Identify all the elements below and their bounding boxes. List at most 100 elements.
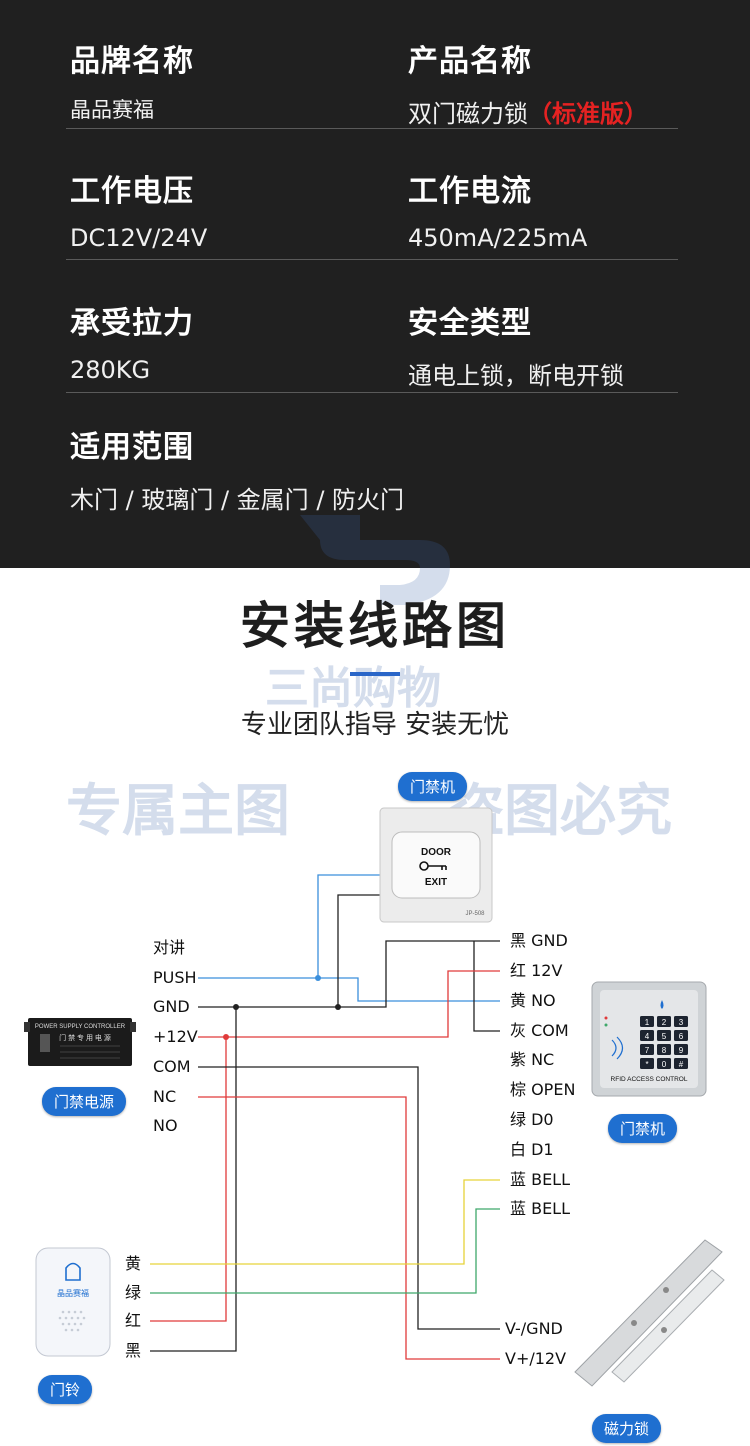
keypad-key	[657, 1044, 671, 1055]
keypad-key	[674, 1016, 688, 1027]
keypad-key-label: 7	[645, 1046, 650, 1055]
keypad-key	[657, 1016, 671, 1027]
spec-product: 产品名称 双门磁力锁（标准版）	[408, 36, 648, 129]
diagram-title: 安装线路图	[240, 597, 510, 655]
doorbell-wire-label: 黑	[125, 1341, 142, 1360]
wire-12v-doorbell	[150, 1037, 227, 1322]
wire-push-blue	[198, 874, 380, 979]
exit-button-pill: 门禁机	[398, 772, 468, 801]
wire-com-keypad	[473, 941, 500, 1032]
product-edition: （标准版）	[528, 100, 648, 128]
maglock-pill: 磁力锁	[592, 1414, 662, 1443]
keypad-wire-label: 紫 NC	[510, 1050, 555, 1069]
voltage-value: DC12V/24V	[70, 224, 208, 252]
exit-button-text-top: DOOR	[421, 847, 452, 858]
wire-bell-green	[150, 1208, 500, 1294]
keypad-key-label: 1	[645, 1018, 650, 1027]
power-supply-title: POWER SUPPLY CONTROLLER	[35, 1024, 126, 1030]
keypad-wire-label: 红 12V	[510, 961, 563, 980]
terminal-label: NC	[153, 1087, 177, 1106]
current-label: 工作电流	[408, 174, 532, 209]
current-value: 450mA/225mA	[408, 224, 588, 252]
doorbell-wire-label: 红	[125, 1311, 142, 1330]
spec-voltage: 工作电压 DC12V/24V	[70, 166, 207, 252]
lock-wire-label: V-/GND	[505, 1319, 563, 1338]
keypad-wire-label: 白 D1	[510, 1140, 554, 1159]
safety-label: 安全类型	[408, 306, 532, 341]
terminal-label: +12V	[153, 1027, 198, 1046]
spec-safety: 安全类型 通电上锁，断电开锁	[408, 298, 624, 391]
keypad-key	[640, 1030, 654, 1041]
keypad-key	[674, 1044, 688, 1055]
wire-exit-gnd	[198, 894, 380, 1008]
keypad-key-label: *	[645, 1060, 648, 1069]
keypad-key-label: 2	[662, 1018, 667, 1027]
keypad-wire-label: 黄 NO	[510, 991, 556, 1010]
terminal-label: COM	[153, 1057, 191, 1076]
keypad-wire-label: 蓝 BELL	[510, 1170, 571, 1189]
keypad-key	[674, 1030, 688, 1041]
doorbell-brand: 晶品赛福	[57, 1288, 89, 1298]
wire-gnd-doorbell	[150, 1007, 237, 1352]
keypad-key-label: #	[679, 1060, 684, 1069]
doorbell-wire-label: 黄	[125, 1254, 142, 1273]
spec-brand: 品牌名称 晶品赛福	[70, 36, 194, 124]
power-supply-cn: 门 禁 专 用 电 源	[59, 1033, 111, 1042]
doorbell-device: 晶品赛福	[35, 1247, 111, 1357]
keypad-pill: 门禁机	[608, 1114, 678, 1143]
terminal-label: GND	[153, 997, 190, 1016]
spec-current: 工作电流 450mA/225mA	[408, 166, 587, 252]
exit-button-device: DOOR EXIT JP-508	[379, 807, 493, 923]
exit-button-text-bottom: EXIT	[425, 877, 447, 888]
wire-com-lock	[198, 1066, 500, 1330]
title-underline	[350, 672, 400, 676]
keypad-wire-label: 蓝 BELL	[510, 1199, 571, 1218]
exit-button-model: JP-508	[465, 911, 485, 917]
keypad-key-label: 9	[679, 1046, 684, 1055]
spec-scope: 适用范围 木门 / 玻璃门 / 金属门 / 防火门	[70, 422, 404, 515]
keypad-wire-label: 黑 GND	[510, 931, 568, 950]
scope-value: 木门 / 玻璃门 / 金属门 / 防火门	[70, 486, 405, 514]
doorbell-pill: 门铃	[38, 1375, 93, 1404]
diagram-subtitle: 专业团队指导 安装无忧	[240, 710, 510, 740]
brand-label: 品牌名称	[70, 44, 194, 79]
voltage-label: 工作电压	[70, 174, 194, 209]
keypad-caption: RFID ACCESS CONTROL	[611, 1076, 688, 1083]
product-label: 产品名称	[408, 44, 532, 79]
wire-nc-lock	[198, 1096, 500, 1360]
wire-12v-keypad	[198, 970, 500, 1038]
keypad-key-label: 4	[645, 1032, 650, 1041]
tension-value: 280KG	[70, 356, 151, 384]
power-supply-pill: 门禁电源	[42, 1087, 127, 1116]
spec-tension: 承受拉力 280KG	[70, 298, 194, 384]
divider	[66, 259, 678, 260]
scope-label: 适用范围	[70, 430, 194, 465]
keypad-wire-label: 绿 D0	[510, 1110, 554, 1129]
wire-bell-yellow	[150, 1179, 500, 1265]
keypad-wire-label: 棕 OPEN	[510, 1080, 576, 1099]
keypad-key	[640, 1016, 654, 1027]
keypad-key	[657, 1030, 671, 1041]
keypad-key-label: 6	[679, 1032, 684, 1041]
brand-value: 晶品赛福	[70, 98, 154, 122]
product-value-row: 双门磁力锁（标准版）	[408, 94, 648, 129]
keypad-key	[674, 1058, 688, 1069]
keypad-key-label: 0	[662, 1060, 667, 1069]
wire-gnd-keypad	[338, 940, 500, 1008]
keypad-key	[657, 1058, 671, 1069]
terminal-label: PUSH	[153, 968, 197, 987]
divider	[66, 392, 678, 393]
tension-label: 承受拉力	[70, 306, 194, 341]
keypad-key	[640, 1058, 654, 1069]
maglock-device	[574, 1239, 725, 1387]
lock-wire-label: V+/12V	[505, 1349, 567, 1368]
keypad-key-label: 8	[662, 1046, 667, 1055]
power-supply-device: POWER SUPPLY CONTROLLER 门 禁 专 用 电 源	[24, 1018, 136, 1066]
terminal-label: NO	[153, 1116, 178, 1135]
terminal-label: 对讲	[153, 938, 186, 957]
keypad-key	[640, 1044, 654, 1055]
keypad-wire-label: 灰 COM	[510, 1021, 569, 1040]
product-value: 双门磁力锁	[408, 100, 528, 128]
